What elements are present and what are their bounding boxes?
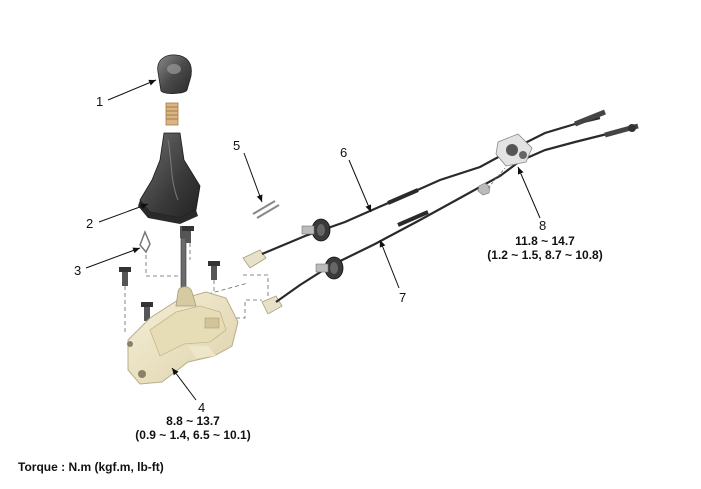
- clip: [139, 229, 151, 254]
- cable-end-fittings: [242, 249, 283, 315]
- leader-8: [517, 166, 541, 219]
- torque-4-alt: (0.9 ~ 1.4, 6.5 ~ 10.1): [135, 428, 251, 442]
- callout-7: 7: [399, 290, 407, 305]
- torque-spec-4: 8.8 ~ 13.7 (0.9 ~ 1.4, 6.5 ~ 10.1): [113, 414, 273, 442]
- callout-1: 1: [96, 94, 104, 109]
- torque-4-nm: 8.8 ~ 13.7: [166, 414, 220, 428]
- shift-cable-grommet: [315, 256, 344, 280]
- leader-7: [379, 239, 400, 289]
- callout-5: 5: [233, 138, 241, 153]
- select-cable: [261, 109, 606, 256]
- shift-lever-bracket: [127, 286, 239, 385]
- torque-units-caption: Torque : N.m (kgf.m, lb-ft): [18, 460, 164, 474]
- leader-2: [98, 203, 149, 223]
- leader-1: [107, 79, 157, 101]
- leader-6: [348, 159, 372, 213]
- shift-knob: [157, 54, 192, 94]
- callout-2: 2: [86, 216, 94, 231]
- callout-leaders: [85, 79, 541, 401]
- torque-8-nm: 11.8 ~ 14.7: [515, 234, 575, 248]
- cable-retaining-clips: [252, 200, 280, 219]
- torque-8-alt: (1.2 ~ 1.5, 8.7 ~ 10.8): [487, 248, 603, 262]
- torque-spec-8: 11.8 ~ 14.7 (1.2 ~ 1.5, 8.7 ~ 10.8): [470, 234, 620, 262]
- shift-cable: [275, 123, 639, 303]
- knob-spring: [165, 102, 179, 126]
- leader-5: [243, 152, 263, 203]
- callout-3: 3: [74, 263, 82, 278]
- leader-4: [171, 367, 197, 401]
- mounting-bolts: [119, 226, 220, 321]
- callout-6: 6: [340, 145, 348, 160]
- bracket-nut: [477, 167, 506, 196]
- cable-mounting-bracket: [495, 133, 533, 167]
- leader-3: [85, 247, 141, 269]
- select-cable-grommet: [301, 218, 331, 242]
- callout-4: 4: [198, 400, 206, 415]
- callout-8: 8: [539, 218, 547, 233]
- shift-boot: [138, 132, 201, 224]
